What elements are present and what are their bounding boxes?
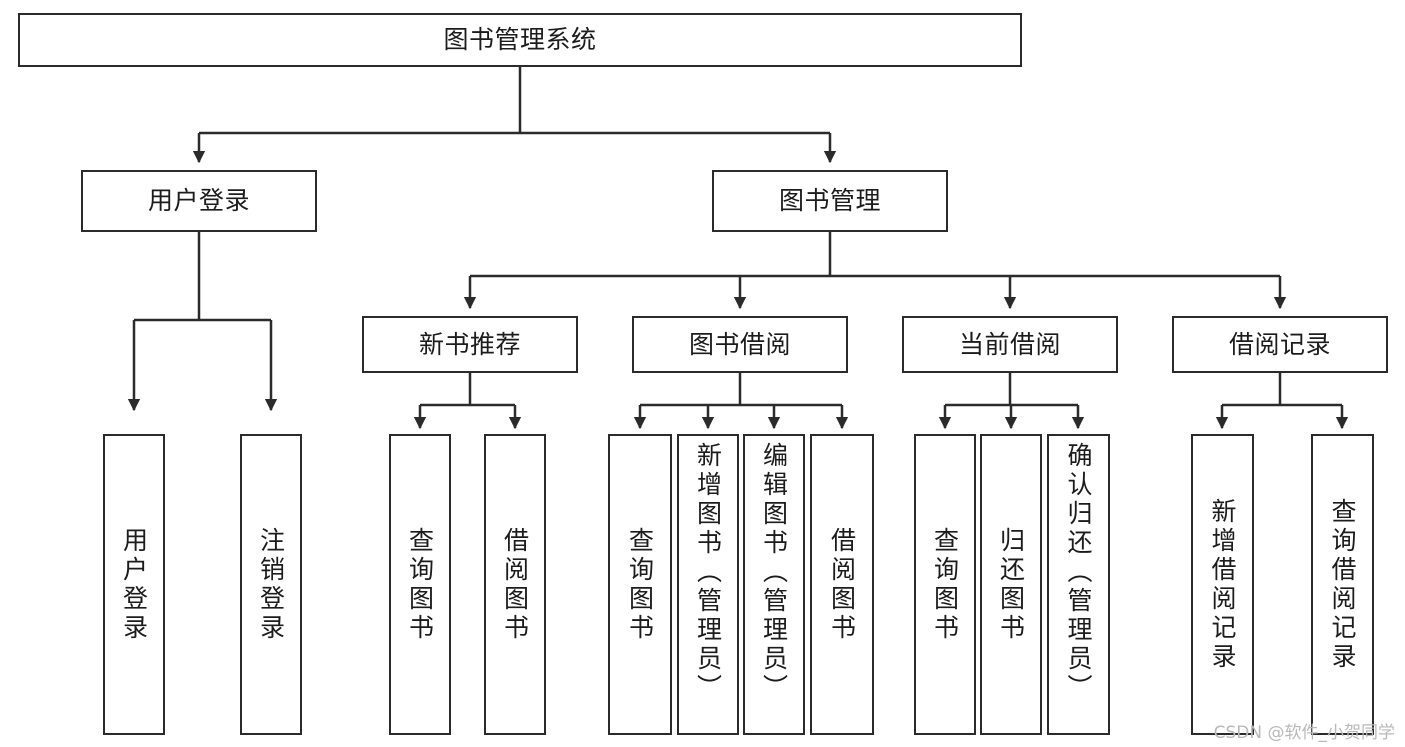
leaf-query-book-rec[interactable]: 查询图书 <box>389 434 451 735</box>
node-book-borrow-label: 图书借阅 <box>688 329 791 359</box>
leaf-query-borrow-record-label: 查询借阅记录 <box>1328 497 1357 672</box>
node-new-book-recommend-label: 新书推荐 <box>418 329 521 359</box>
leaf-user-logout[interactable]: 注销登录 <box>240 434 302 735</box>
leaf-confirm-return-admin[interactable]: 确认归还（管理员） <box>1047 434 1110 735</box>
node-borrow-record[interactable]: 借阅记录 <box>1172 316 1388 373</box>
node-user-login-label: 用户登录 <box>147 186 250 216</box>
node-book-management-label: 图书管理 <box>778 186 881 216</box>
leaf-add-book-admin[interactable]: 新增图书（管理员） <box>677 434 739 735</box>
leaf-user-login-label: 用户登录 <box>119 526 149 643</box>
leaf-confirm-return-admin-label: 确认归还（管理员） <box>1064 442 1093 703</box>
leaf-query-book-borrow[interactable]: 查询图书 <box>608 434 672 735</box>
node-book-borrow[interactable]: 图书借阅 <box>632 316 848 373</box>
node-borrow-record-label: 借阅记录 <box>1228 329 1331 359</box>
leaf-return-book-label: 归还图书 <box>996 526 1026 643</box>
node-new-book-recommend[interactable]: 新书推荐 <box>362 316 578 373</box>
node-current-borrow[interactable]: 当前借阅 <box>902 316 1118 373</box>
node-root[interactable]: 图书管理系统 <box>18 13 1022 67</box>
leaf-borrow-book-rec-label: 借阅图书 <box>500 526 530 643</box>
leaf-add-borrow-record-label: 新增借阅记录 <box>1208 497 1237 672</box>
leaf-return-book[interactable]: 归还图书 <box>980 434 1042 735</box>
node-root-label: 图书管理系统 <box>443 25 597 55</box>
node-book-management[interactable]: 图书管理 <box>712 170 948 232</box>
leaf-query-book-current-label: 查询图书 <box>930 526 960 643</box>
node-current-borrow-label: 当前借阅 <box>958 329 1061 359</box>
leaf-edit-book-admin-label: 编辑图书（管理员） <box>759 442 789 703</box>
leaf-borrow-book-rec[interactable]: 借阅图书 <box>484 434 546 735</box>
leaf-add-book-admin-label: 新增图书（管理员） <box>693 442 723 703</box>
leaf-borrow-book[interactable]: 借阅图书 <box>810 434 874 735</box>
leaf-user-login[interactable]: 用户登录 <box>103 434 165 735</box>
leaf-user-logout-label: 注销登录 <box>256 526 286 643</box>
leaf-add-borrow-record[interactable]: 新增借阅记录 <box>1191 434 1254 735</box>
leaf-query-borrow-record[interactable]: 查询借阅记录 <box>1311 434 1374 735</box>
leaf-query-book-current[interactable]: 查询图书 <box>914 434 976 735</box>
leaf-query-book-borrow-label: 查询图书 <box>625 526 655 643</box>
node-user-login[interactable]: 用户登录 <box>81 170 317 232</box>
leaf-borrow-book-label: 借阅图书 <box>827 526 857 643</box>
leaf-edit-book-admin[interactable]: 编辑图书（管理员） <box>743 434 805 735</box>
leaf-query-book-rec-label: 查询图书 <box>405 526 435 643</box>
